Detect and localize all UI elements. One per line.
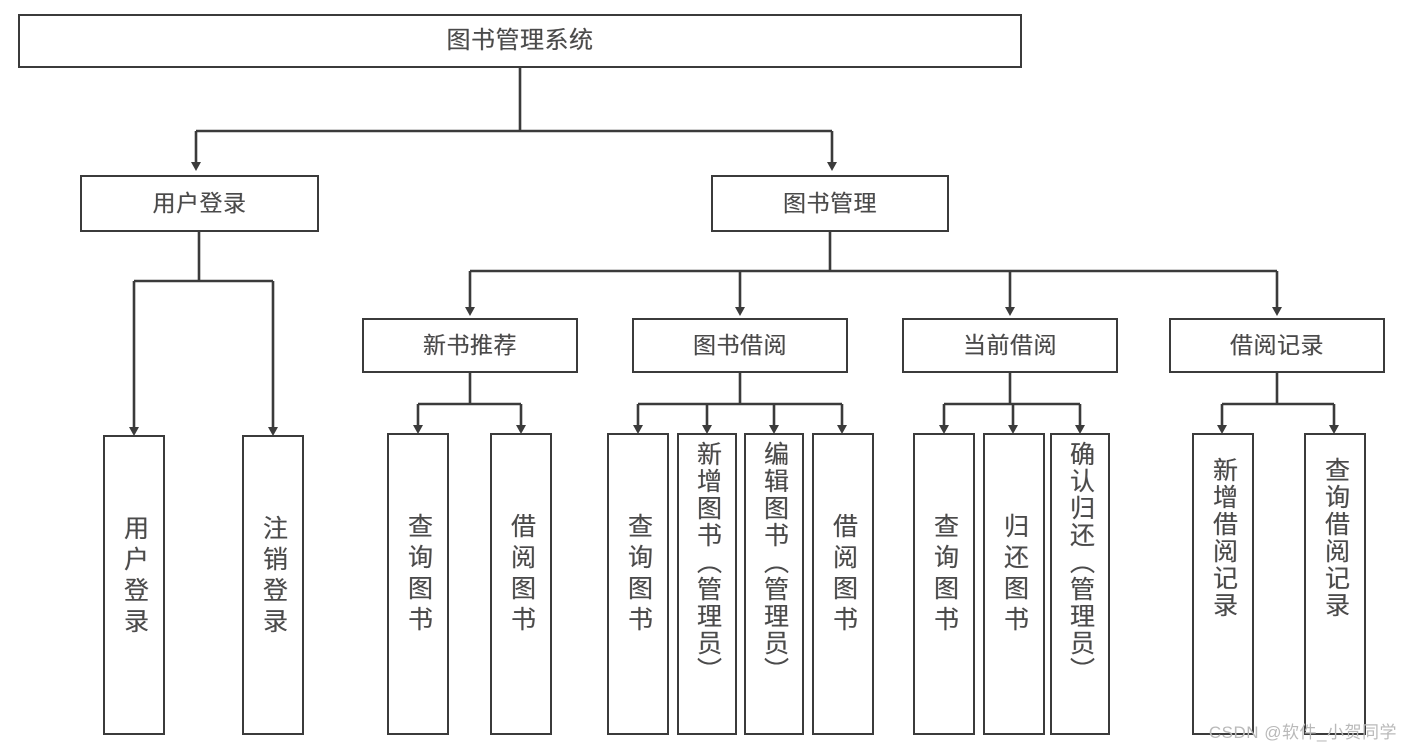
node-new-book-rec-label: 新书推荐 — [423, 331, 517, 358]
node-leaf-br-query[interactable]: 查询借阅记录 — [1304, 433, 1366, 735]
node-book-borrow-label: 图书借阅 — [693, 331, 787, 358]
node-new-book-rec[interactable]: 新书推荐 — [362, 318, 578, 373]
node-leaf-bb-borrow-label: 借阅图书 — [829, 513, 858, 637]
node-borrow-record[interactable]: 借阅记录 — [1169, 318, 1385, 373]
node-user-login[interactable]: 用户登录 — [80, 175, 319, 232]
node-leaf-bb-add[interactable]: 新增图书（管理员） — [677, 433, 737, 735]
node-leaf-br-add[interactable]: 新增借阅记录 — [1192, 433, 1254, 735]
node-leaf-cb-query[interactable]: 查询图书 — [913, 433, 975, 735]
node-book-borrow[interactable]: 图书借阅 — [632, 318, 848, 373]
node-book-manage-label: 图书管理 — [783, 189, 877, 216]
node-leaf-cb-confirm[interactable]: 确认归还（管理员） — [1050, 433, 1110, 735]
node-leaf-br-add-label: 新增借阅记录 — [1209, 457, 1238, 619]
node-leaf-bb-edit-label: 编辑图书（管理员） — [760, 441, 789, 684]
node-leaf-cb-return[interactable]: 归还图书 — [983, 433, 1045, 735]
node-leaf-user-logout-label: 注销登录 — [259, 515, 288, 639]
node-leaf-rec-query-label: 查询图书 — [404, 513, 433, 637]
node-leaf-user-login-label: 用户登录 — [120, 515, 149, 639]
node-leaf-user-login[interactable]: 用户登录 — [103, 435, 165, 735]
node-leaf-rec-borrow[interactable]: 借阅图书 — [490, 433, 552, 735]
node-user-login-label: 用户登录 — [152, 189, 247, 216]
node-leaf-bb-borrow[interactable]: 借阅图书 — [812, 433, 874, 735]
node-root[interactable]: 图书管理系统 — [18, 14, 1022, 68]
node-borrow-record-label: 借阅记录 — [1230, 331, 1324, 358]
node-leaf-cb-query-label: 查询图书 — [930, 513, 959, 637]
node-leaf-br-query-label: 查询借阅记录 — [1321, 457, 1350, 619]
csdn-watermark: CSDN @软件_小贺同学 — [1208, 723, 1397, 742]
node-book-manage[interactable]: 图书管理 — [711, 175, 949, 232]
node-current-borrow-label: 当前借阅 — [963, 331, 1057, 358]
node-root-label: 图书管理系统 — [446, 26, 594, 54]
node-leaf-cb-confirm-label: 确认归还（管理员） — [1066, 441, 1095, 684]
node-leaf-rec-query[interactable]: 查询图书 — [387, 433, 449, 735]
node-leaf-bb-add-label: 新增图书（管理员） — [693, 441, 722, 684]
node-leaf-cb-return-label: 归还图书 — [1000, 513, 1029, 637]
node-leaf-bb-query[interactable]: 查询图书 — [607, 433, 669, 735]
node-leaf-rec-borrow-label: 借阅图书 — [507, 513, 536, 637]
node-current-borrow[interactable]: 当前借阅 — [902, 318, 1118, 373]
node-leaf-bb-edit[interactable]: 编辑图书（管理员） — [744, 433, 804, 735]
node-leaf-bb-query-label: 查询图书 — [624, 513, 653, 637]
node-leaf-user-logout[interactable]: 注销登录 — [242, 435, 304, 735]
